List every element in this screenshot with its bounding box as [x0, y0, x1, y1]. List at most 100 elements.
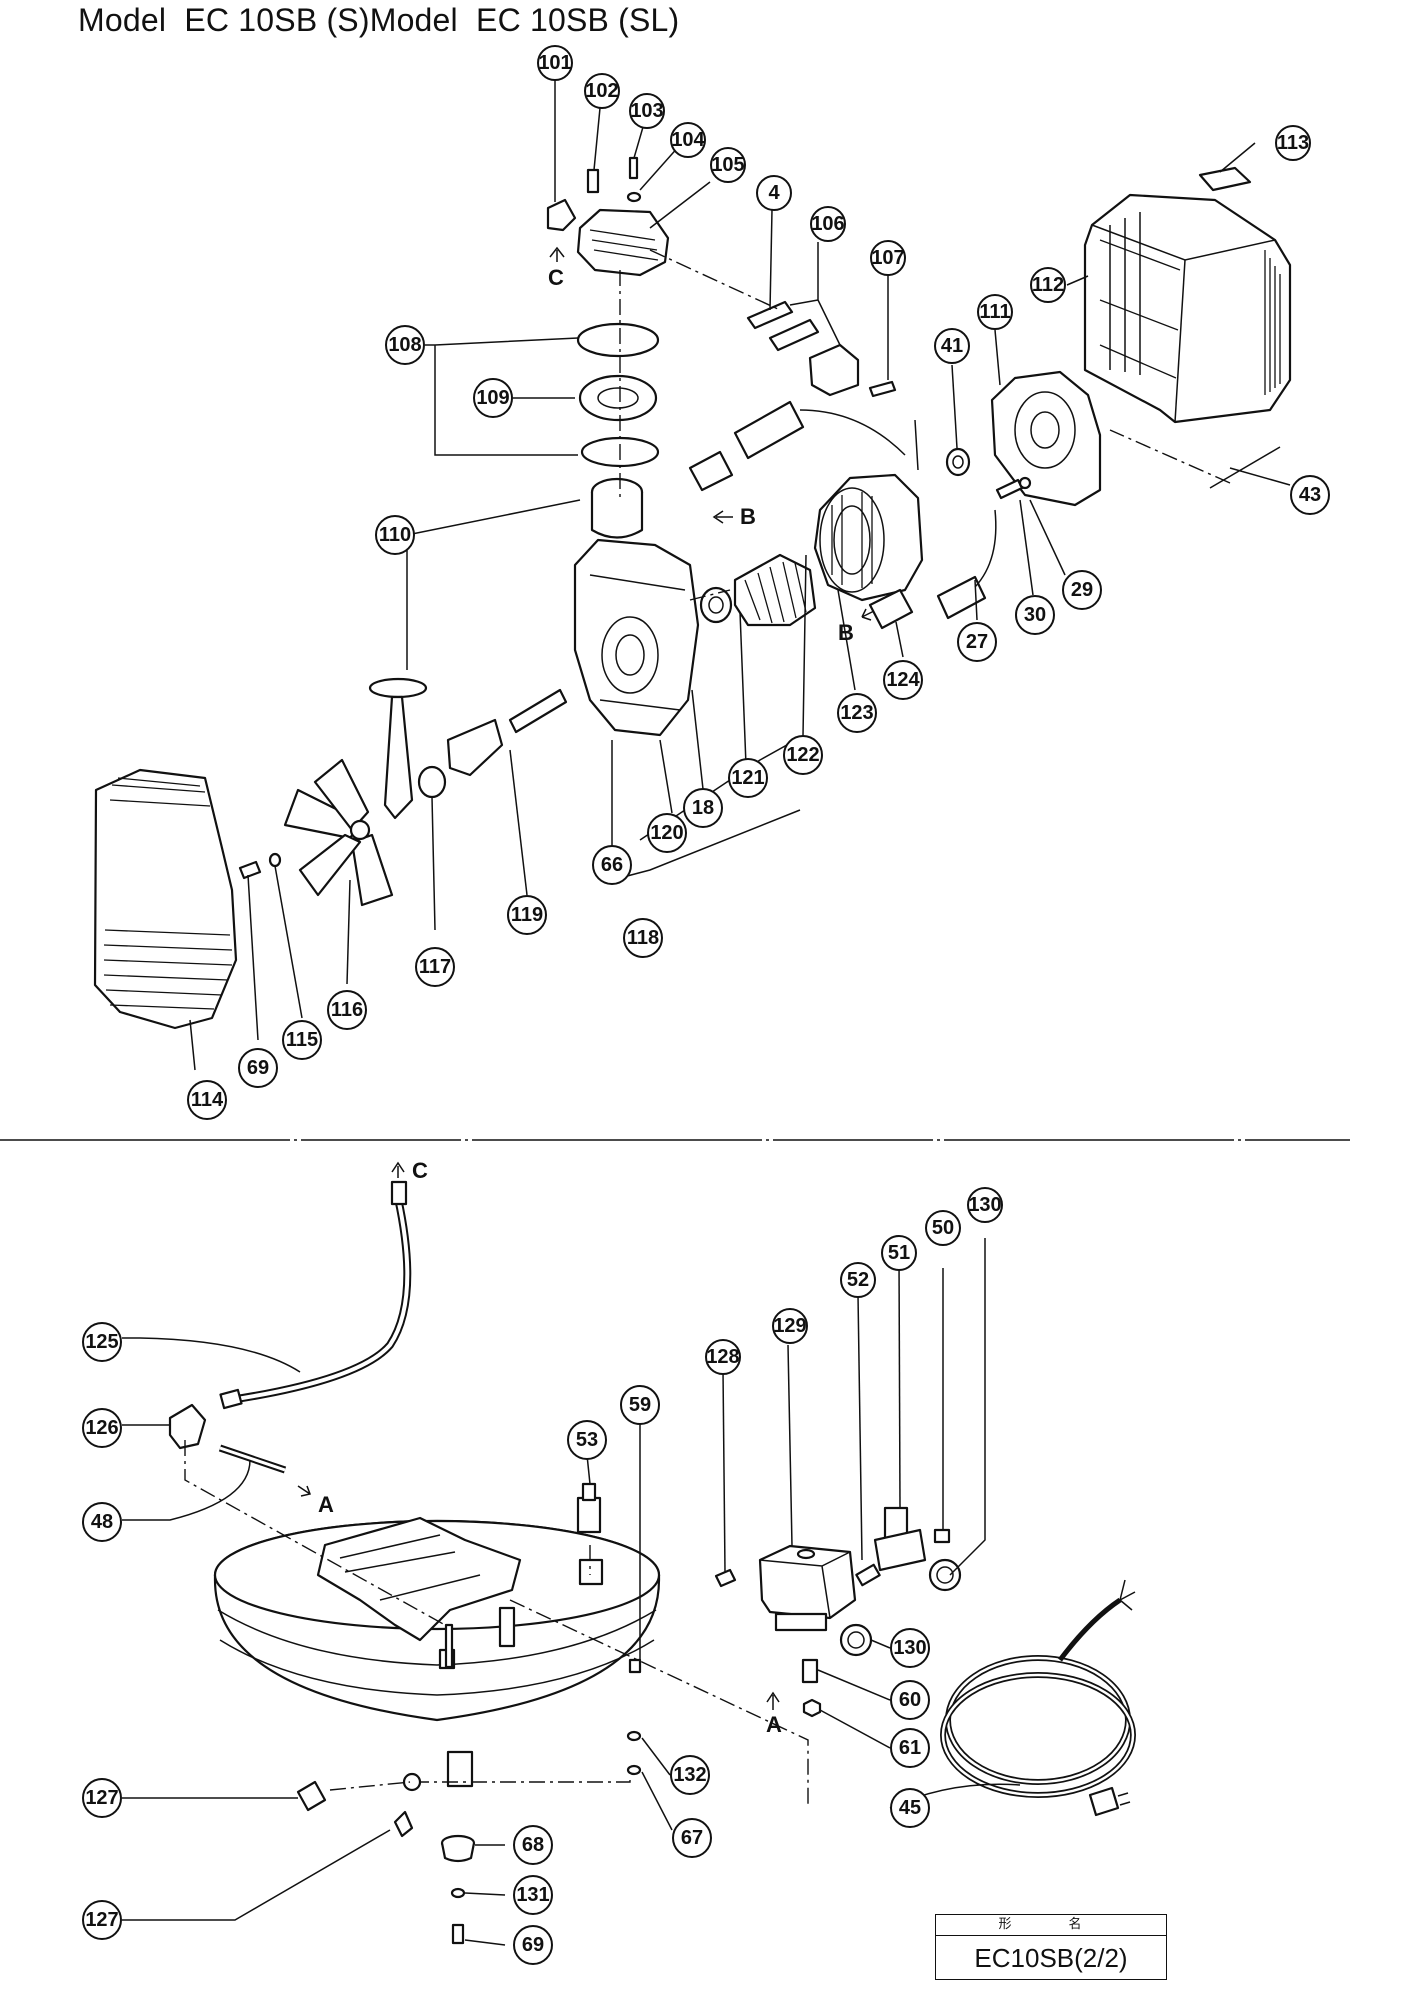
svg-text:116: 116	[331, 999, 363, 1021]
page-title: Model EC 10SB (S)Model EC 10SB (SL)	[78, 2, 680, 38]
svg-text:27: 27	[966, 631, 988, 653]
callout-67: 67	[672, 1818, 712, 1858]
ref-b-top: B	[712, 504, 756, 529]
tank-fitting-drawing	[578, 1558, 604, 1586]
callout-61: 61	[890, 1728, 930, 1768]
connecting-rod-drawing	[368, 677, 428, 820]
rear-cover-drawing	[1083, 193, 1292, 424]
ref-a-bottom: A	[766, 1691, 782, 1737]
callout-119: 119	[507, 895, 547, 935]
rubber-sleeve-drawing	[688, 450, 914, 630]
callout-118: 118	[623, 918, 663, 958]
svg-text:118: 118	[627, 927, 659, 949]
svg-text:50: 50	[932, 1217, 954, 1239]
svg-text:105: 105	[711, 154, 744, 176]
axis-line	[329, 1781, 411, 1791]
tube-nut-drawing	[390, 1180, 408, 1206]
callout-123: 123	[837, 693, 877, 733]
callout-128: 128	[705, 1339, 741, 1375]
svg-text:69: 69	[247, 1057, 269, 1079]
callout-68: 68	[513, 1825, 553, 1865]
svg-text:121: 121	[731, 767, 764, 789]
svg-text:67: 67	[681, 1827, 703, 1849]
svg-text:107: 107	[871, 247, 904, 269]
valve-plate-drawing	[576, 322, 660, 468]
label-plate-drawing	[1198, 166, 1252, 192]
callout-116: 116	[327, 990, 367, 1030]
drain-valve-b-drawing	[393, 1810, 414, 1838]
svg-text:128: 128	[706, 1346, 739, 1368]
washer-67-drawing	[626, 1764, 642, 1776]
callout-130-top: 130	[967, 1187, 1003, 1223]
callout-60: 60	[890, 1680, 930, 1720]
screw-29-30-drawing	[995, 476, 1032, 500]
callout-127-bottom: 127	[82, 1900, 122, 1940]
long-bolt-drawing	[1209, 446, 1281, 489]
screw-69-drawing	[238, 860, 262, 880]
svg-text:111: 111	[979, 301, 1010, 323]
callout-45: 45	[890, 1788, 930, 1828]
bearing-117-drawing	[417, 765, 447, 799]
plug-50-drawing	[933, 1528, 951, 1544]
svg-text:A: A	[766, 1712, 782, 1737]
stator-drawing	[813, 473, 924, 602]
pressure-gauge-130a-drawing	[928, 1558, 962, 1592]
nipple-60-drawing	[801, 1658, 819, 1684]
callout-103: 103	[629, 93, 665, 129]
svg-text:48: 48	[91, 1511, 113, 1533]
screw-69b-drawing	[451, 1923, 465, 1945]
rubber-foot-drawing	[440, 1834, 476, 1863]
callout-115: 115	[282, 1020, 322, 1060]
axis-line	[1109, 429, 1231, 484]
brush-holder-drawing	[746, 300, 897, 398]
callout-127-top: 127	[82, 1778, 122, 1818]
svg-text:45: 45	[899, 1797, 921, 1819]
svg-text:53: 53	[576, 1429, 598, 1451]
callout-69-top: 69	[238, 1048, 278, 1088]
svg-text:102: 102	[585, 80, 618, 102]
svg-text:A: A	[318, 1492, 334, 1517]
callout-111: 111	[977, 294, 1013, 330]
callout-124: 124	[883, 660, 923, 700]
svg-text:104: 104	[671, 129, 705, 151]
bearing-121-drawing	[699, 586, 733, 624]
callout-43: 43	[1290, 475, 1330, 515]
crankshaft-drawing	[446, 688, 568, 777]
svg-text:30: 30	[1024, 604, 1046, 626]
ref-a-left: A	[297, 1485, 334, 1517]
callout-113: 113	[1275, 125, 1311, 161]
washer-131-drawing	[450, 1887, 466, 1899]
svg-text:114: 114	[191, 1089, 224, 1111]
end-bracket-drawing	[990, 370, 1102, 507]
tube-nut-lower-drawing	[219, 1388, 243, 1410]
svg-text:68: 68	[522, 1834, 544, 1856]
washer-132-drawing	[626, 1730, 642, 1742]
callout-69-bottom: 69	[513, 1925, 553, 1965]
washer-115-drawing	[268, 852, 282, 868]
nut-61-drawing	[802, 1698, 822, 1718]
axis-line	[184, 1440, 446, 1626]
callout-131: 131	[513, 1875, 553, 1915]
svg-text:41: 41	[941, 335, 963, 357]
svg-text:110: 110	[379, 524, 411, 546]
callout-114: 114	[187, 1080, 227, 1120]
callout-53: 53	[567, 1420, 607, 1460]
svg-text:52: 52	[847, 1269, 869, 1291]
svg-text:126: 126	[85, 1417, 118, 1439]
callout-110: 110	[375, 515, 415, 555]
ref-b-right: B	[838, 608, 875, 645]
callout-51: 51	[881, 1235, 917, 1271]
callout-125: 125	[82, 1322, 122, 1362]
svg-text:122: 122	[786, 744, 819, 766]
svg-text:4: 4	[768, 182, 780, 204]
callout-132: 132	[670, 1755, 710, 1795]
callout-112: 112	[1030, 267, 1066, 303]
head-bolts-drawing	[586, 156, 642, 203]
axis-line	[420, 1780, 631, 1783]
svg-text:18: 18	[692, 797, 714, 819]
svg-text:106: 106	[811, 213, 844, 235]
ref-c-top: C	[548, 246, 565, 290]
callout-129: 129	[772, 1308, 808, 1344]
axis-line	[689, 589, 731, 601]
